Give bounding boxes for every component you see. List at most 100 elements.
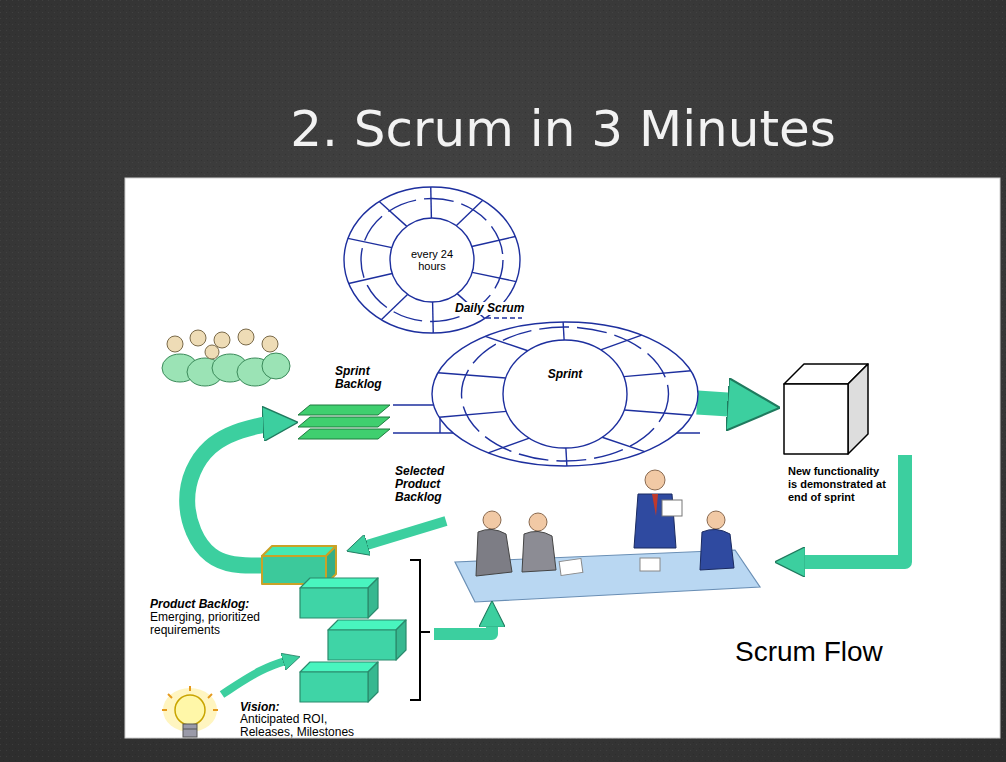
team-illustration	[205, 345, 219, 359]
daily-cycle-ring-outline	[432, 302, 434, 333]
meeting-illustration	[700, 529, 734, 570]
backlog-bracket	[410, 560, 430, 700]
backlog-bracket	[420, 631, 430, 633]
product-backlog-stack-outline	[300, 578, 378, 618]
node-description: Emerging, prioritized requirements	[150, 611, 298, 637]
sprint-backlog-stack-outline	[298, 395, 393, 445]
node-label: Product Backlog:	[150, 598, 298, 611]
daily-cycle-ring-outline	[390, 218, 474, 302]
increment-cube-outline	[848, 364, 868, 454]
product-backlog-stack-outline	[328, 620, 406, 630]
increment-cube-outline	[784, 384, 848, 454]
meeting-illustration	[483, 511, 501, 529]
vision-bulb-outline	[189, 686, 191, 691]
product-backlog-stack-outline	[328, 630, 396, 660]
sprint-ring-outline	[563, 322, 564, 340]
product-backlog-stack-outline	[368, 662, 378, 702]
meeting-illustration	[645, 470, 665, 490]
flow-arrow	[697, 402, 754, 406]
slide-title: 2. Scrum in 3 Minutes	[120, 100, 1006, 158]
increment-cube: New functionality is demonstrated at end…	[780, 362, 880, 460]
daily-cycle-ring-outline	[348, 238, 392, 247]
vision-bulb-outline	[162, 709, 167, 711]
node-label: New functionality is demonstrated at end…	[788, 465, 888, 504]
vision-bulb-outline	[213, 709, 218, 711]
daily-cycle-ring-outline	[472, 272, 516, 281]
team-illustration	[162, 329, 290, 386]
sprint-ring-outline	[566, 448, 567, 466]
vision-bulb-outline	[183, 729, 197, 730]
sprint-backlog-stack: Sprint Backlog	[298, 395, 393, 445]
product-backlog-stack-outline	[328, 620, 406, 660]
sprint-backlog-stack-outline	[298, 429, 390, 439]
product-backlog-stack-outline	[300, 662, 378, 702]
node-label: Sprint Backlog	[335, 365, 405, 391]
sprint-ring-outline	[602, 437, 645, 451]
node-description: Anticipated ROI, Releases, Milestones	[240, 713, 368, 739]
product-backlog-stack-outline	[300, 662, 378, 672]
process-arrows	[357, 455, 905, 634]
product-backlog-stack-outline	[300, 672, 368, 702]
meeting-illustration	[640, 558, 660, 571]
white-panel	[125, 178, 1000, 738]
increment-cube-outline	[780, 362, 880, 460]
daily-cycle-ring-outline	[430, 187, 432, 218]
sprint-backlog-stack-outline	[298, 417, 390, 427]
sprint-ring-outline	[430, 320, 700, 468]
daily-cycle-ring-outline	[379, 202, 407, 227]
sprint-ring-outline	[624, 371, 691, 377]
team-illustration	[214, 332, 230, 348]
flow-arrow	[222, 659, 292, 694]
team-illustration	[238, 329, 254, 345]
team-illustration	[262, 353, 290, 379]
sprint-ring-outline	[503, 340, 627, 448]
node-label: Sprint	[512, 368, 617, 381]
process-arrows	[434, 614, 492, 634]
meeting-illustration	[522, 531, 556, 572]
meeting-illustration	[476, 529, 512, 576]
backlog-bracket	[410, 560, 420, 700]
product-backlog-stack-outline	[300, 578, 378, 588]
team-illustration	[262, 336, 278, 352]
sprint-ring-outline	[624, 410, 692, 415]
vision-bulb-outline	[183, 724, 197, 737]
vision-bulb-outline	[160, 686, 222, 744]
sprint-backlog-stack-outline	[298, 405, 390, 415]
node-label: every 24 hours	[396, 248, 467, 272]
meeting-illustration	[652, 494, 658, 516]
increment-cube-outline	[784, 364, 868, 454]
product-backlog-stack: Product Backlog:Emerging, prioritized re…	[300, 578, 408, 703]
product-backlog-stack-outline	[368, 578, 378, 618]
daily-cycle-ring-outline	[472, 236, 516, 246]
meeting-illustration	[529, 513, 547, 531]
meeting-illustration	[707, 511, 725, 529]
sprint-ring-outline	[432, 322, 698, 466]
meeting-illustration	[559, 559, 583, 576]
vision-bulb-outline	[175, 695, 205, 725]
vision-bulb-outline	[168, 694, 172, 698]
daily-cycle-ring-outline	[349, 274, 393, 284]
daily-scrum-label: Daily Scrum	[452, 302, 527, 315]
vision-bulb-outline	[208, 694, 212, 698]
selected-backlog-box-outline	[262, 546, 336, 556]
vision-bulb: Vision:Anticipated ROI, Releases, Milest…	[160, 686, 222, 744]
sprint-ring-outline	[438, 373, 506, 378]
process-arrows	[357, 521, 446, 548]
sprint-ring: Sprint	[430, 320, 700, 468]
product-backlog-stack-outline	[300, 578, 408, 703]
team-illustration	[190, 330, 206, 346]
node-label: Selected Product Backlog	[395, 465, 467, 504]
sprint-ring-outline	[432, 322, 698, 466]
diagram-caption: Scrum Flow	[735, 636, 883, 668]
white-panel	[125, 178, 1000, 738]
sprint-ring-outline	[462, 327, 669, 461]
meeting-illustration	[455, 470, 760, 602]
flow-arrow	[187, 423, 280, 565]
product-backlog-stack-outline	[300, 588, 368, 618]
team-illustration	[167, 336, 183, 352]
